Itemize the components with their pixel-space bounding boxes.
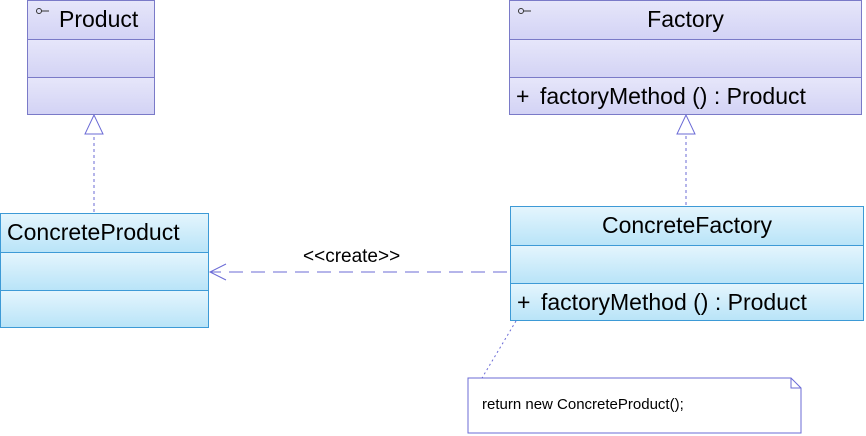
operation-factory-method: + factoryMethod () : Product: [516, 83, 806, 110]
note[interactable]: return new ConcreteProduct();: [468, 378, 801, 433]
operation-signature: factoryMethod () : Product: [541, 289, 807, 315]
note-fold: [790, 378, 801, 389]
class-factory-header: Factory: [510, 1, 861, 39]
interface-icon: [36, 8, 49, 14]
class-factory[interactable]: Factory + factoryMethod () : Product: [509, 0, 862, 115]
create-dependency-label: <<create>>: [303, 246, 401, 267]
realization-arrowhead-product: [84, 113, 104, 135]
class-name: ConcreteFactory: [601, 212, 772, 238]
class-product[interactable]: Product: [27, 0, 155, 115]
create-dependency-arrowhead: [208, 263, 227, 281]
visibility-marker: +: [517, 289, 531, 315]
class-concrete-factory-header: ConcreteFactory: [511, 207, 863, 245]
note-shape: [467, 377, 802, 434]
attributes-compartment: [510, 39, 861, 77]
class-product-header: Product: [28, 1, 154, 39]
operation-factory-method: + factoryMethod () : Product: [517, 289, 807, 316]
operations-compartment: + factoryMethod () : Product: [510, 77, 861, 114]
realization-arrowhead-factory: [676, 113, 696, 135]
class-concrete-product-header: ConcreteProduct: [1, 214, 208, 252]
note-text: return new ConcreteProduct();: [482, 396, 684, 413]
operations-compartment: [28, 77, 154, 114]
note-anchor-line: [481, 320, 517, 379]
attributes-compartment: [511, 245, 863, 283]
class-concrete-product[interactable]: ConcreteProduct: [0, 213, 209, 328]
interface-icon: [518, 8, 531, 14]
class-name: ConcreteProduct: [7, 219, 180, 245]
operation-signature: factoryMethod () : Product: [540, 83, 806, 109]
attributes-compartment: [28, 39, 154, 77]
operations-compartment: [1, 290, 208, 327]
class-concrete-factory[interactable]: ConcreteFactory + factoryMethod () : Prod…: [510, 206, 864, 321]
class-name: Factory: [647, 6, 724, 32]
operations-compartment: + factoryMethod () : Product: [511, 283, 863, 320]
attributes-compartment: [1, 252, 208, 290]
class-name: Product: [59, 6, 139, 32]
visibility-marker: +: [516, 83, 530, 109]
